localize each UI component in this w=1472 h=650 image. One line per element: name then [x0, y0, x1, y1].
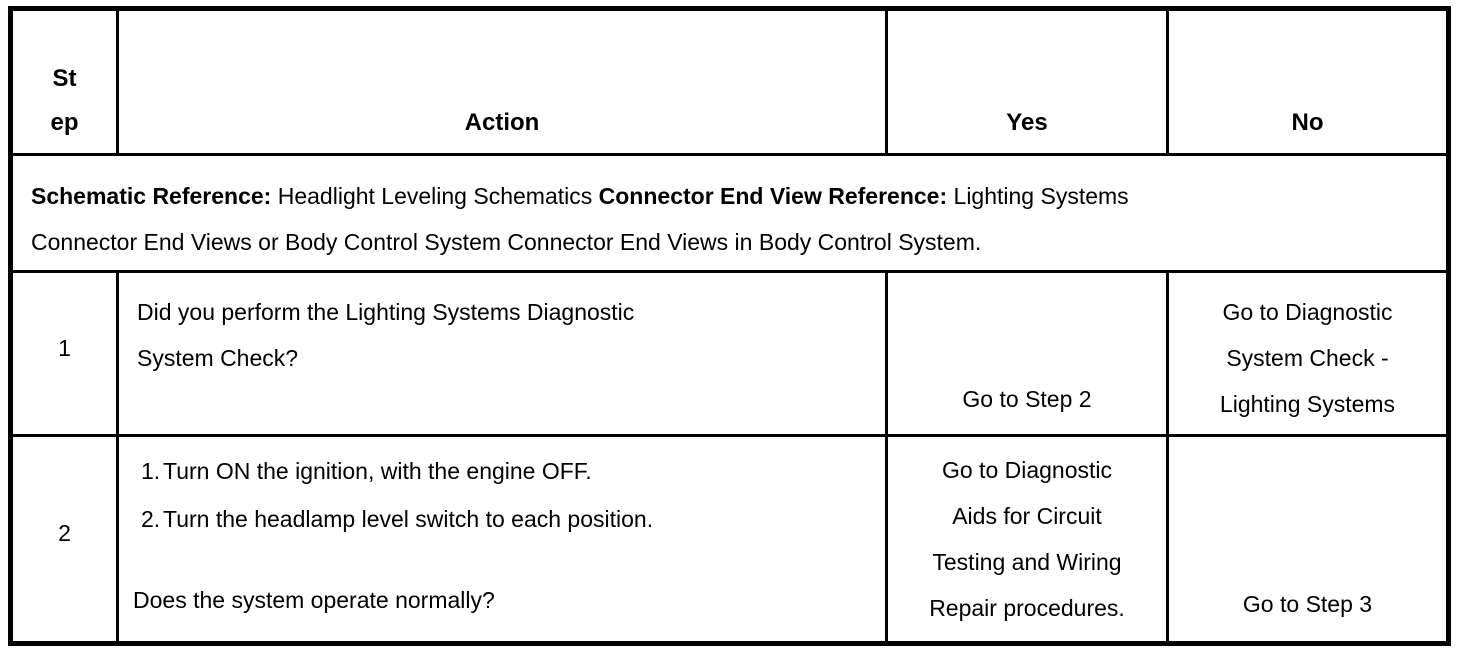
- table-row: 1 Did you perform the Lighting Systems D…: [9, 270, 1450, 437]
- no-cell: Go to Step 3: [1166, 434, 1450, 645]
- action-list-item: 1. Turn ON the ignition, with the engine…: [119, 447, 869, 495]
- list-item-number: 1.: [141, 458, 161, 484]
- schematic-reference-note: Schematic Reference: Headlight Leveling …: [9, 153, 1450, 273]
- yes-cell: Go to Diagnostic Aids for Circuit Testin…: [885, 434, 1169, 645]
- list-item-text: Turn the headlamp level switch to each p…: [163, 506, 654, 532]
- table-header-row: St ep Action Yes No: [9, 7, 1450, 156]
- list-item-text: Turn ON the ignition, with the engine OF…: [163, 458, 592, 484]
- header-cell-step: St ep: [9, 7, 119, 156]
- action-question: Does the system operate normally?: [133, 587, 495, 613]
- action-list-item: 2. Turn the headlamp level switch to eac…: [119, 495, 869, 543]
- step-number-cell: 1: [9, 270, 119, 437]
- list-item-number: 2.: [141, 506, 161, 532]
- action-cell: 1. Turn ON the ignition, with the engine…: [116, 434, 888, 645]
- table-row: 2 1. Turn ON the ignition, with the engi…: [9, 434, 1450, 645]
- action-cell: Did you perform the Lighting Systems Dia…: [116, 270, 888, 437]
- yes-cell: Go to Step 2: [885, 270, 1169, 437]
- header-cell-action: Action: [116, 7, 888, 156]
- schematic-reference-row: Schematic Reference: Headlight Leveling …: [9, 153, 1450, 273]
- step-number-cell: 2: [9, 434, 119, 645]
- diagnostic-step-table: St ep Action Yes No Schematic Reference:…: [8, 6, 1451, 646]
- header-cell-yes: Yes: [885, 7, 1169, 156]
- no-cell: Go to Diagnostic System Check - Lighting…: [1166, 270, 1450, 437]
- header-cell-no: No: [1166, 7, 1450, 156]
